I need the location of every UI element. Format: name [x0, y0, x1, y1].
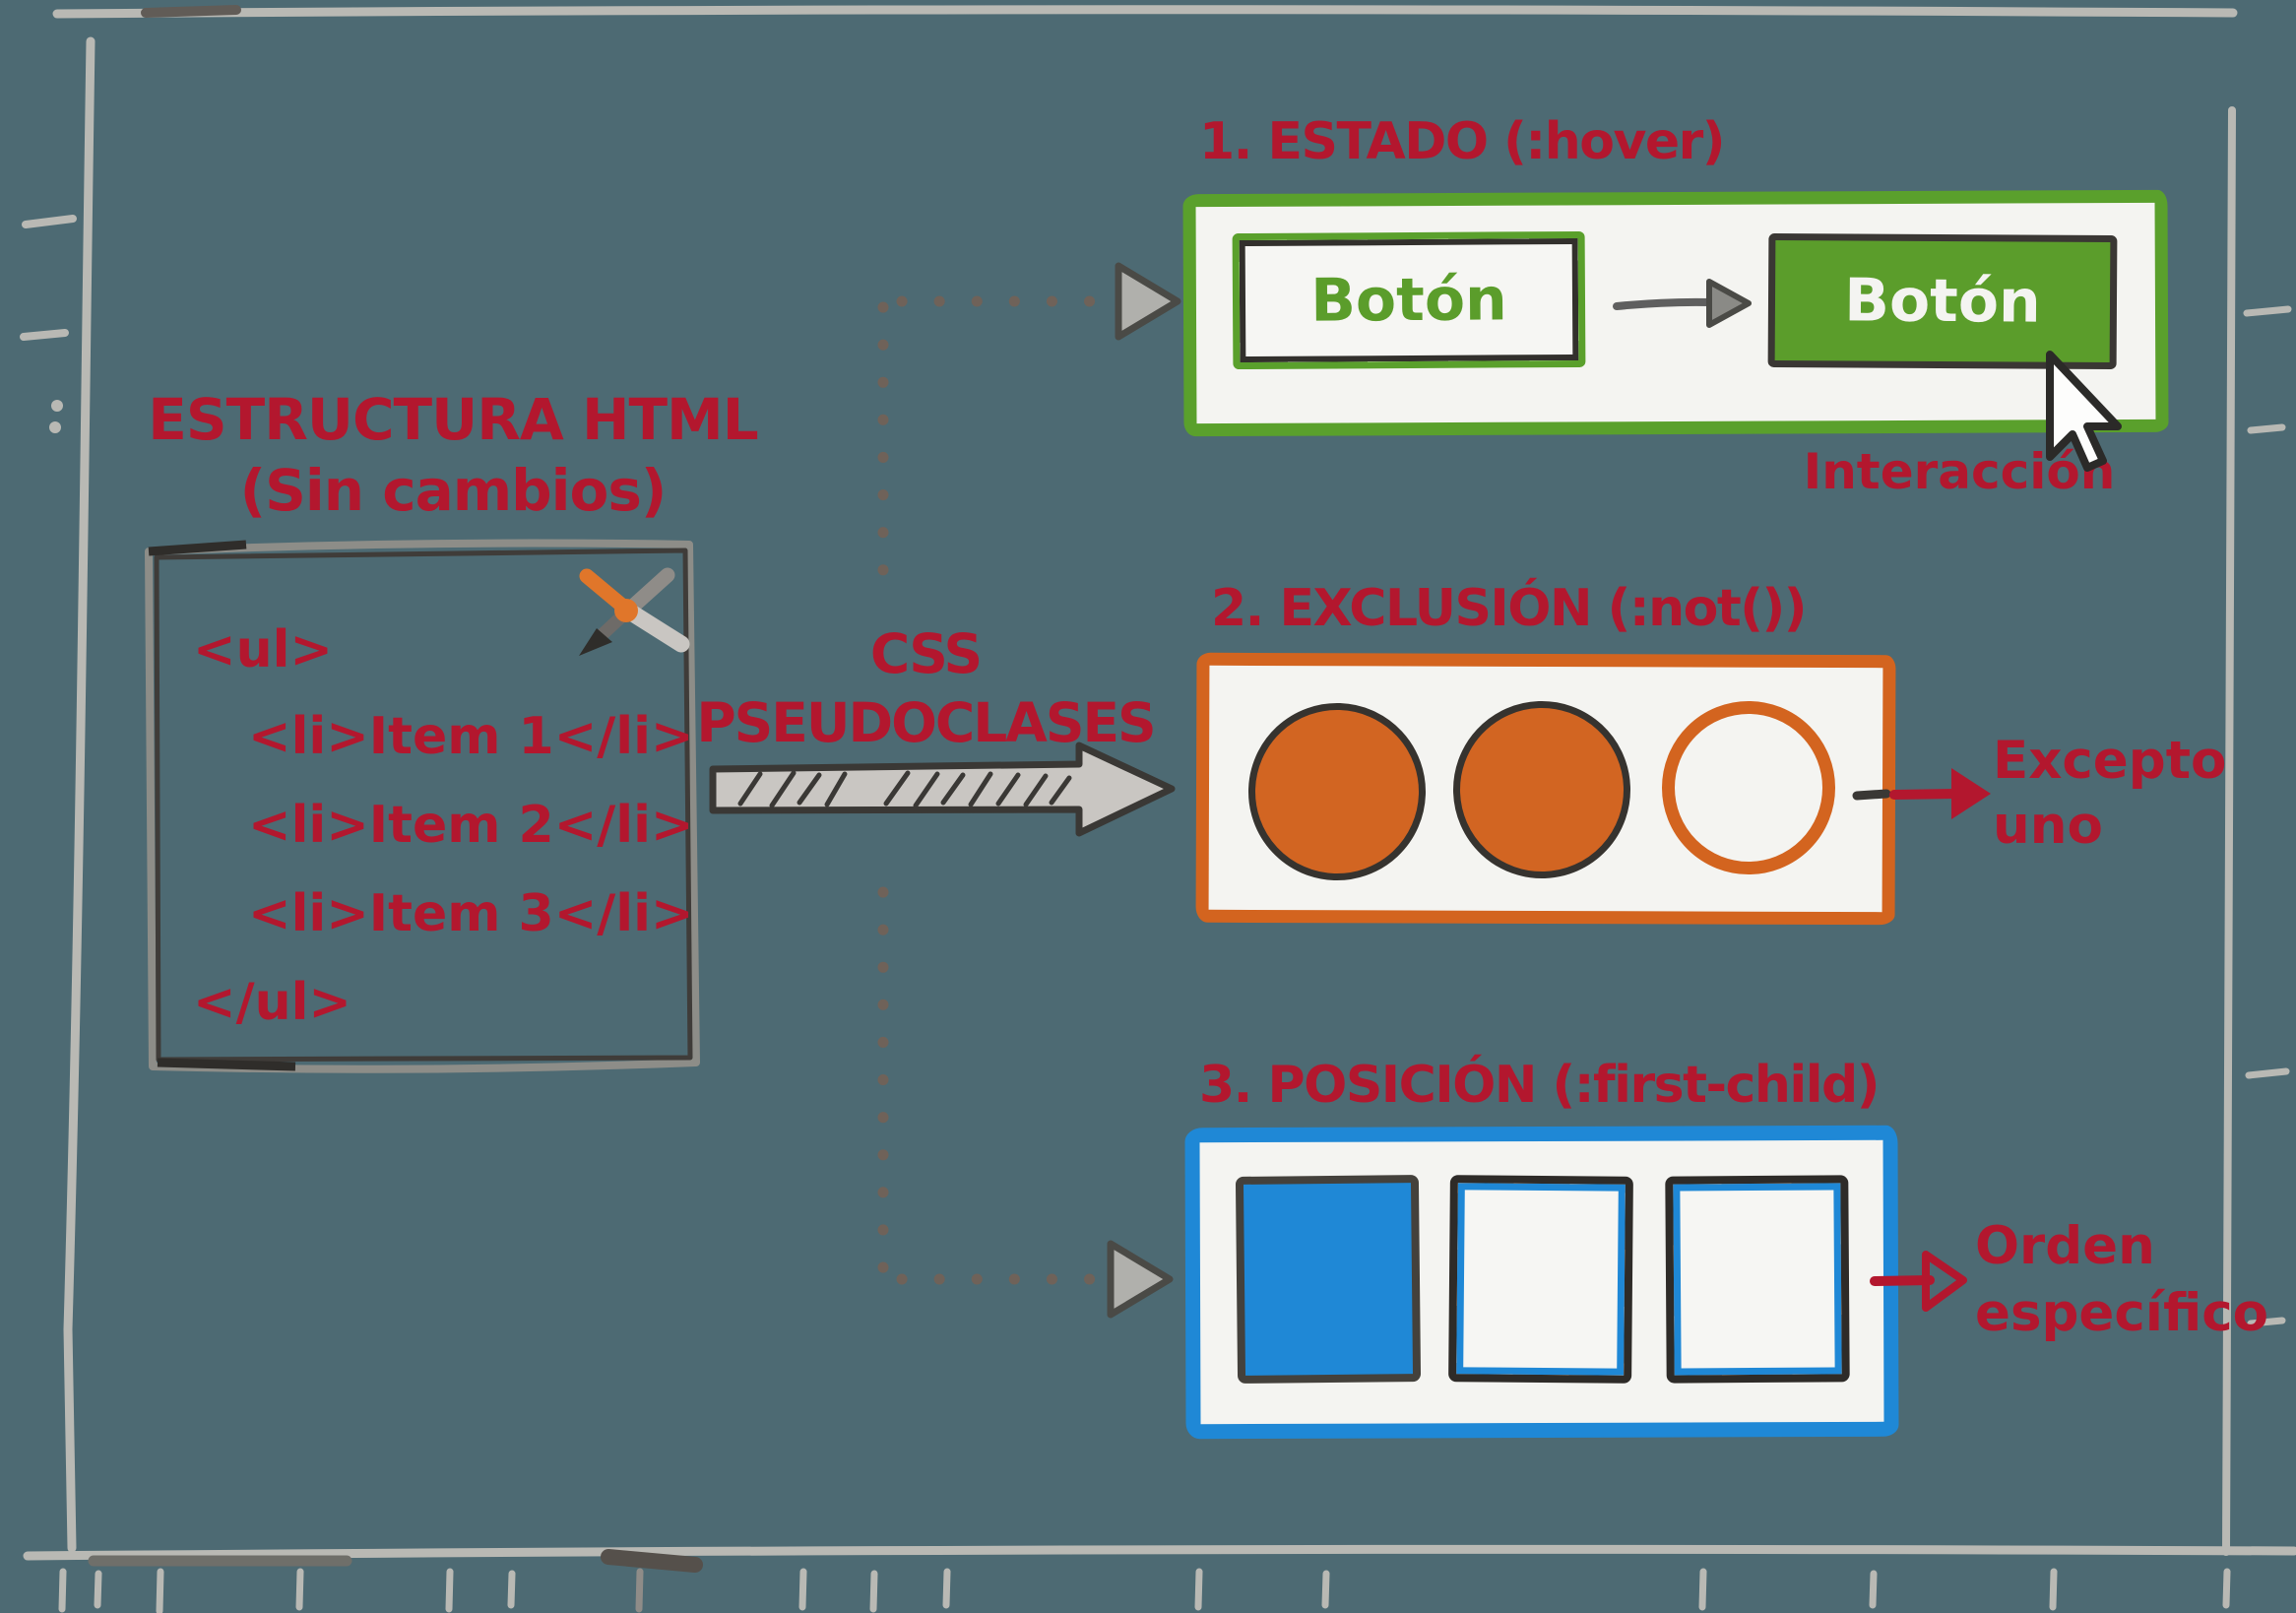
estado-caption: Interacción — [1803, 443, 2116, 500]
section-posicion-title: 3. POSICIÓN (:first-child) — [1199, 1056, 1881, 1115]
button-hover: Botón — [1767, 232, 2118, 370]
left-title: ESTRUCTURA HTML (Sin cambios) — [138, 384, 768, 526]
main-arrow — [709, 742, 1176, 837]
square-plain-3 — [1665, 1175, 1850, 1384]
code-line-ul-close: </ul> — [193, 973, 351, 1032]
left-title-line2: (Sin cambios) — [239, 457, 668, 524]
posicion-caption-line1: Orden — [1975, 1216, 2155, 1276]
circle-excluded — [1662, 701, 1835, 874]
code-line-item2: <li>Item 2</li> — [248, 796, 694, 855]
branch-arrowhead-top — [1115, 262, 1181, 341]
exclusion-caption-line2: uno — [1993, 796, 2103, 856]
hub-label-pseudoclases: PSEUDOCLASES — [696, 691, 1156, 754]
posicion-caption-line2: específico — [1975, 1283, 2269, 1343]
pencil-icon — [579, 567, 690, 656]
code-line-ul-open: <ul> — [193, 620, 333, 679]
square-plain-2 — [1448, 1175, 1633, 1384]
button-hover-label: Botón — [1843, 266, 2041, 337]
square-first-child — [1235, 1175, 1422, 1384]
button-normal: Botón — [1232, 230, 1586, 370]
section-estado-title: 1. ESTADO (:hover) — [1199, 112, 1726, 171]
code-line-item1: <li>Item 1</li> — [248, 707, 694, 766]
hub-label-css: CSS — [869, 622, 983, 685]
section-exclusion-title: 2. EXCLUSIÓN (:not()) — [1211, 579, 1808, 638]
exclusion-caption-line1: Excepto — [1993, 731, 2227, 791]
button-normal-label: Botón — [1309, 265, 1507, 336]
dotted-connector — [877, 295, 1113, 1285]
code-line-item3: <li>Item 3</li> — [248, 884, 694, 943]
exclusion-caption: Excepto uno — [1993, 729, 2226, 859]
left-title-line1: ESTRUCTURA HTML — [148, 386, 758, 453]
branch-arrowhead-bottom — [1107, 1240, 1174, 1319]
posicion-caption: Orden específico — [1975, 1213, 2268, 1347]
